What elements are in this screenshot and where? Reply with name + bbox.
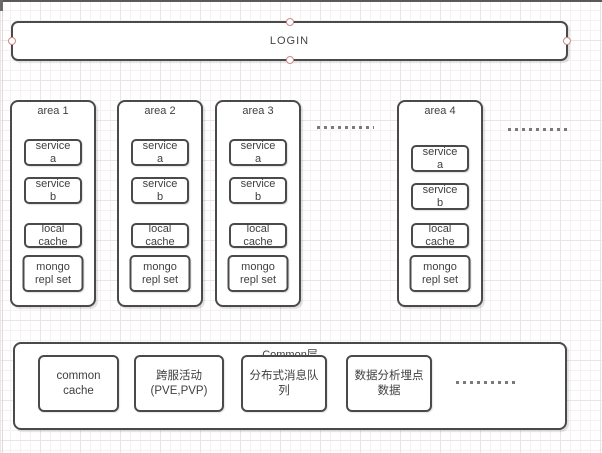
area-1-mongo-repl-set-box[interactable]: mongo repl set: [22, 255, 84, 292]
area-2-service-a-box[interactable]: service a: [131, 139, 189, 166]
connection-handle-left[interactable]: [8, 37, 16, 45]
area-3-service-b-box[interactable]: service b: [229, 177, 287, 204]
area-4-box[interactable]: area 4 service a service b local cache m…: [397, 100, 483, 307]
connection-handle-top[interactable]: [285, 18, 294, 26]
data-analytics-tracking-label: 数据分析埋点 数据: [354, 369, 424, 397]
area-3-service-a-box[interactable]: service a: [229, 139, 287, 166]
local-cache-label: local cache: [425, 222, 455, 248]
connection-handle-bottom[interactable]: [285, 56, 294, 64]
distributed-message-queue-box[interactable]: 分布式消息队 列: [241, 355, 327, 412]
common-layer-box[interactable]: Common层 common cache 跨服活动 (PVE,PVP) 分布式消…: [13, 342, 567, 430]
area-4-mongo-repl-set-box[interactable]: mongo repl set: [409, 255, 471, 292]
data-analytics-tracking-box[interactable]: 数据分析埋点 数据: [346, 355, 432, 412]
login-box[interactable]: LOGIN: [8, 18, 571, 64]
area-4-label: area 4: [424, 105, 456, 117]
area-1-service-b-box[interactable]: service b: [24, 177, 82, 204]
window-top-edge: [0, 0, 602, 2]
mongo-repl-set-label: mongo repl set: [34, 260, 72, 286]
common-cache-box[interactable]: common cache: [38, 355, 119, 412]
area-1-local-cache-box[interactable]: local cache: [24, 223, 82, 248]
connection-handle-right[interactable]: [563, 37, 571, 45]
window-left-edge: [0, 0, 3, 11]
service-b-label: service b: [142, 177, 178, 203]
common-cache-label: common cache: [56, 369, 101, 397]
area-3-local-cache-box[interactable]: local cache: [229, 223, 287, 248]
ellipsis-separator-common[interactable]: [456, 381, 518, 384]
distributed-message-queue-label: 分布式消息队 列: [249, 369, 319, 397]
local-cache-label: local cache: [38, 222, 68, 248]
ellipsis-separator-areas-1[interactable]: [317, 126, 374, 129]
service-b-label: service b: [422, 183, 458, 209]
service-b-label: service b: [35, 177, 71, 203]
area-2-service-b-box[interactable]: service b: [131, 177, 189, 204]
area-2-box[interactable]: area 2 service a service b local cache m…: [117, 100, 203, 307]
area-4-service-b-box[interactable]: service b: [411, 183, 469, 210]
area-4-service-a-box[interactable]: service a: [411, 145, 469, 172]
mongo-repl-set-label: mongo repl set: [141, 260, 179, 286]
area-2-label: area 2: [144, 105, 176, 117]
area-4-local-cache-box[interactable]: local cache: [411, 223, 469, 248]
service-b-label: service b: [240, 177, 276, 203]
login-label: LOGIN: [269, 35, 310, 47]
cross-server-activity-box[interactable]: 跨服活动 (PVE,PVP): [134, 355, 224, 412]
cross-server-activity-label: 跨服活动 (PVE,PVP): [150, 369, 208, 397]
canvas-left-edge: [2, 0, 3, 453]
area-1-box[interactable]: area 1 service a service b local cache m…: [10, 100, 96, 307]
service-a-label: service a: [142, 139, 178, 165]
service-a-label: service a: [422, 145, 458, 171]
area-2-local-cache-box[interactable]: local cache: [131, 223, 189, 248]
service-a-label: service a: [240, 139, 276, 165]
area-1-service-a-box[interactable]: service a: [24, 139, 82, 166]
area-3-label: area 3: [242, 105, 274, 117]
area-1-label: area 1: [37, 105, 69, 117]
area-3-box[interactable]: area 3 service a service b local cache m…: [215, 100, 301, 307]
mongo-repl-set-label: mongo repl set: [421, 260, 459, 286]
service-a-label: service a: [35, 139, 71, 165]
ellipsis-separator-areas-2[interactable]: [508, 128, 568, 131]
local-cache-label: local cache: [243, 222, 273, 248]
area-2-mongo-repl-set-box[interactable]: mongo repl set: [129, 255, 191, 292]
mongo-repl-set-label: mongo repl set: [239, 260, 277, 286]
area-3-mongo-repl-set-box[interactable]: mongo repl set: [227, 255, 289, 292]
local-cache-label: local cache: [145, 222, 175, 248]
